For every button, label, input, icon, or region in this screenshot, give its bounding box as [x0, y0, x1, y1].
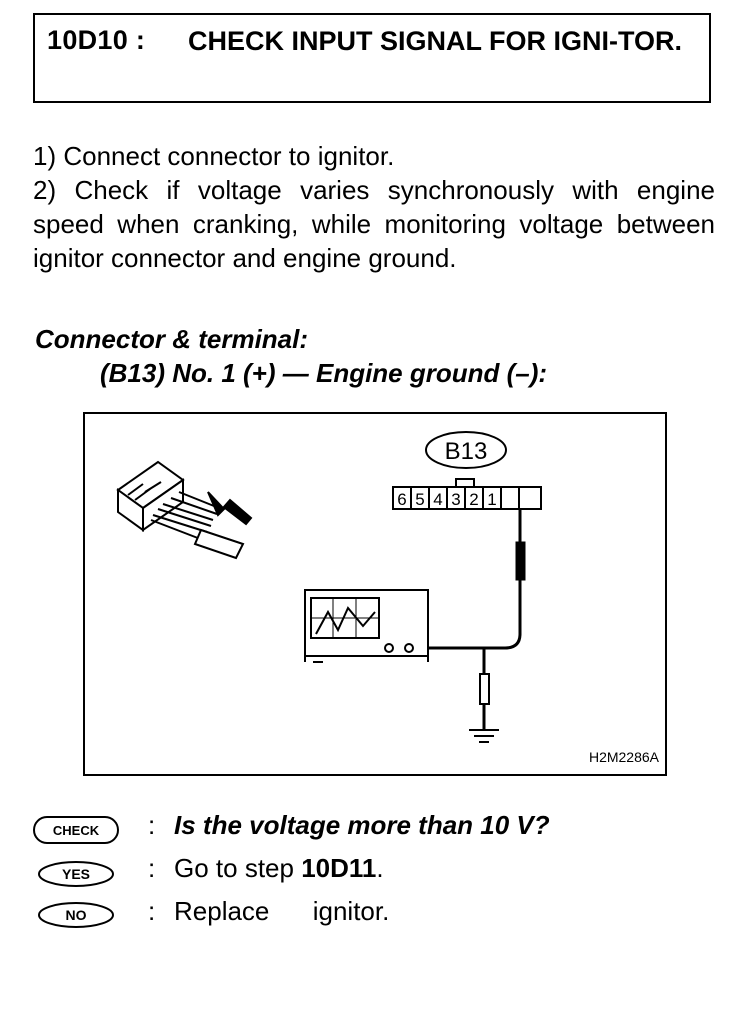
step-header: 10D10 : CHECK INPUT SIGNAL FOR IGNI-TOR. [33, 13, 711, 103]
svg-text:NO: NO [66, 907, 87, 923]
connector-label: Connector & terminal: [35, 324, 309, 354]
yes-action: Go to step 10D11. [174, 853, 384, 884]
no-separator: : [148, 896, 156, 926]
connector-sketch-icon [116, 460, 245, 560]
procedure-step-2: 2) Check if voltage varies synchronously… [33, 175, 715, 273]
pin-label: 1 [487, 490, 496, 509]
no-badge: NO [37, 900, 115, 930]
connector-latch [455, 478, 475, 488]
pin-label: 4 [433, 490, 442, 509]
pin-label: 5 [415, 490, 424, 509]
wiring-diagram: B13 6 5 4 3 2 1 [83, 412, 667, 776]
yes-prefix: Go to step [174, 853, 302, 883]
wiring-diagram-svg: B13 6 5 4 3 2 1 [83, 412, 667, 776]
connector-pin-row [392, 486, 542, 510]
svg-text:CHECK: CHECK [53, 823, 100, 838]
yes-separator: : [148, 853, 156, 883]
ground-lead [479, 648, 490, 730]
step-id: 10D10 : [47, 25, 146, 55]
pin-label: 2 [469, 490, 478, 509]
probe-lead [426, 509, 526, 650]
yes-suffix: . [376, 853, 384, 883]
yes-step-link: 10D11 [301, 853, 377, 883]
connector-id-ellipse [425, 431, 507, 469]
arrow-icon [207, 491, 253, 526]
connector-spec: (B13) No. 1 (+) — Engine ground (–): [100, 358, 548, 388]
check-badge: CHECK [32, 815, 120, 845]
pin-label: 3 [451, 490, 460, 509]
pin-label: 6 [397, 490, 406, 509]
figure-code: H2M2286A [589, 749, 660, 765]
figure-frame [83, 412, 667, 776]
procedure-step-1: 1) Connect connector to ignitor. [33, 141, 395, 171]
yes-badge: YES [37, 859, 115, 889]
svg-text:YES: YES [62, 866, 90, 882]
connector-id-label: B13 [445, 438, 488, 465]
step-title: CHECK INPUT SIGNAL FOR IGNI-TOR. [188, 26, 683, 56]
oscilloscope-icon [304, 589, 429, 663]
check-question: Is the voltage more than 10 V? [174, 810, 550, 840]
ground-icon [469, 729, 499, 743]
check-separator: : [148, 810, 156, 840]
no-action: Replace ignitor. [174, 896, 390, 926]
